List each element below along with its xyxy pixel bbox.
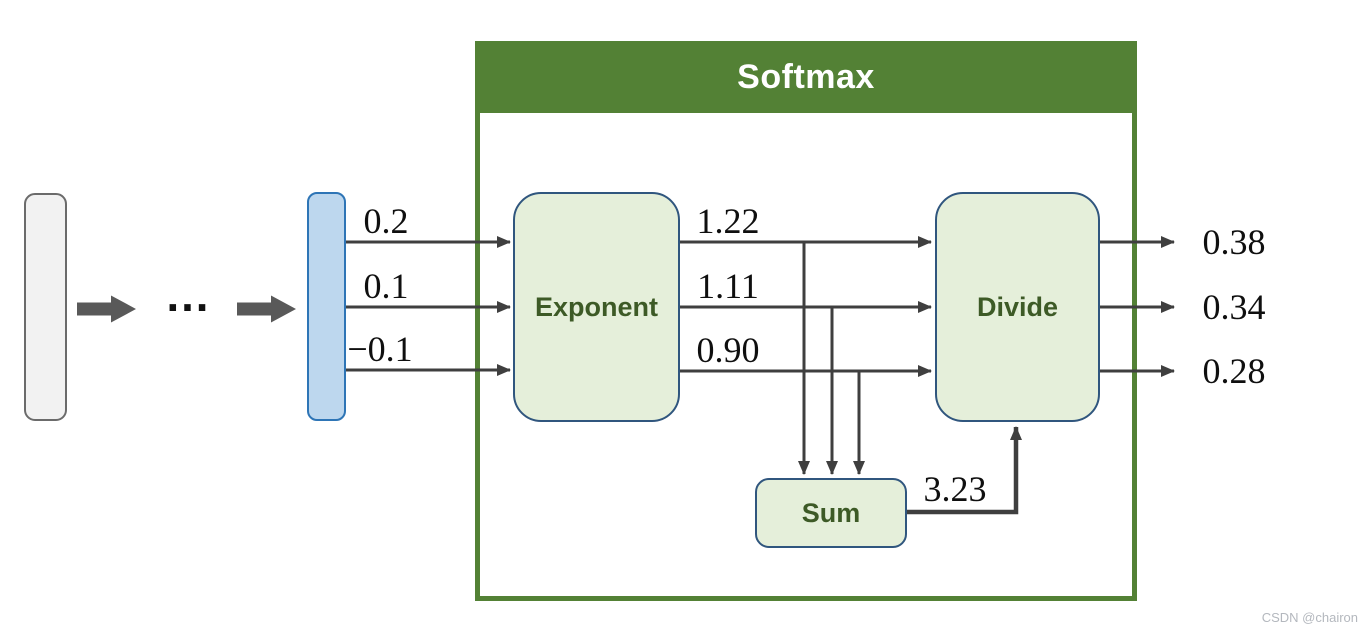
exponent-output-value: 1.22 [696, 201, 760, 241]
exponent-output-value: 1.11 [697, 266, 759, 306]
softmax-header: Softmax [475, 41, 1137, 113]
sum-node: Sum [755, 478, 907, 548]
logits-vector-box [307, 192, 346, 421]
divide-node-label: Divide [976, 291, 1059, 322]
input-value: −0.1 [347, 329, 413, 369]
input-value: 0.2 [363, 201, 409, 241]
exponent-node-label: Exponent [534, 291, 658, 322]
output-value: 0.28 [1202, 351, 1266, 391]
flow-arrow-icon [77, 295, 136, 323]
sum-node-label: Sum [801, 497, 861, 528]
output-value: 0.34 [1202, 287, 1266, 327]
exponent-output-value: 0.90 [696, 330, 760, 370]
softmax-title: Softmax [737, 57, 875, 96]
softmax-container: Softmax [475, 41, 1137, 601]
sum-output-value: 3.23 [923, 469, 987, 509]
output-value: 0.38 [1202, 222, 1266, 262]
divide-node: Divide [935, 192, 1100, 422]
input-vector-box [24, 193, 67, 421]
input-value: 0.1 [363, 266, 409, 306]
ellipsis-dots: … [164, 269, 212, 321]
watermark: CSDN @chairon [1261, 610, 1358, 625]
flow-arrow-icon [237, 295, 296, 323]
exponent-node: Exponent [513, 192, 680, 422]
